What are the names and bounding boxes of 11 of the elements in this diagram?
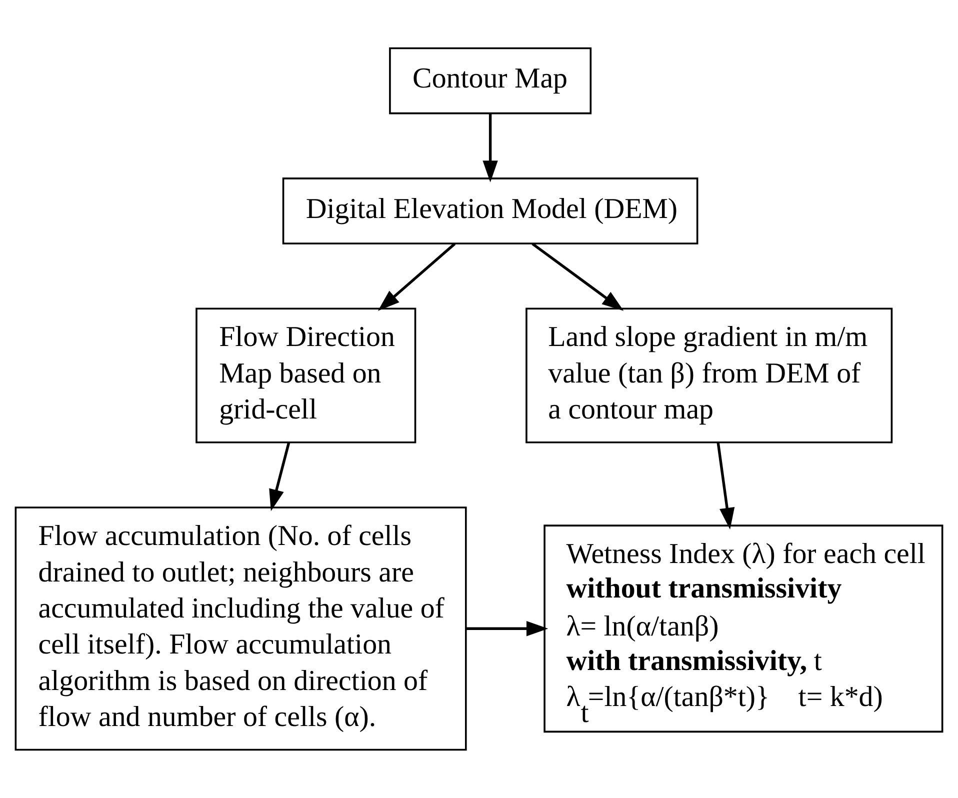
arrow xyxy=(269,442,290,512)
arrow xyxy=(716,442,735,530)
node-box: Digital Elevation Model (DEM) xyxy=(282,178,698,244)
arrow xyxy=(532,242,624,311)
arrow xyxy=(482,114,498,182)
node-box: Flow accumulation (No. of cells drained to outlet; neighbours are accumulated including the value of cell itself). Flow accumulation algorithm is based on direction of flow and number of cells (α). xyxy=(14,506,467,751)
arrow xyxy=(378,242,456,311)
node-box: Contour Map xyxy=(389,47,592,114)
node-box: Flow Direction Map based on grid-cell xyxy=(196,308,416,444)
arrow xyxy=(466,621,548,636)
node-box: Land slope gradient in m/m value (tan β) from DEM of a contour map xyxy=(526,308,893,444)
